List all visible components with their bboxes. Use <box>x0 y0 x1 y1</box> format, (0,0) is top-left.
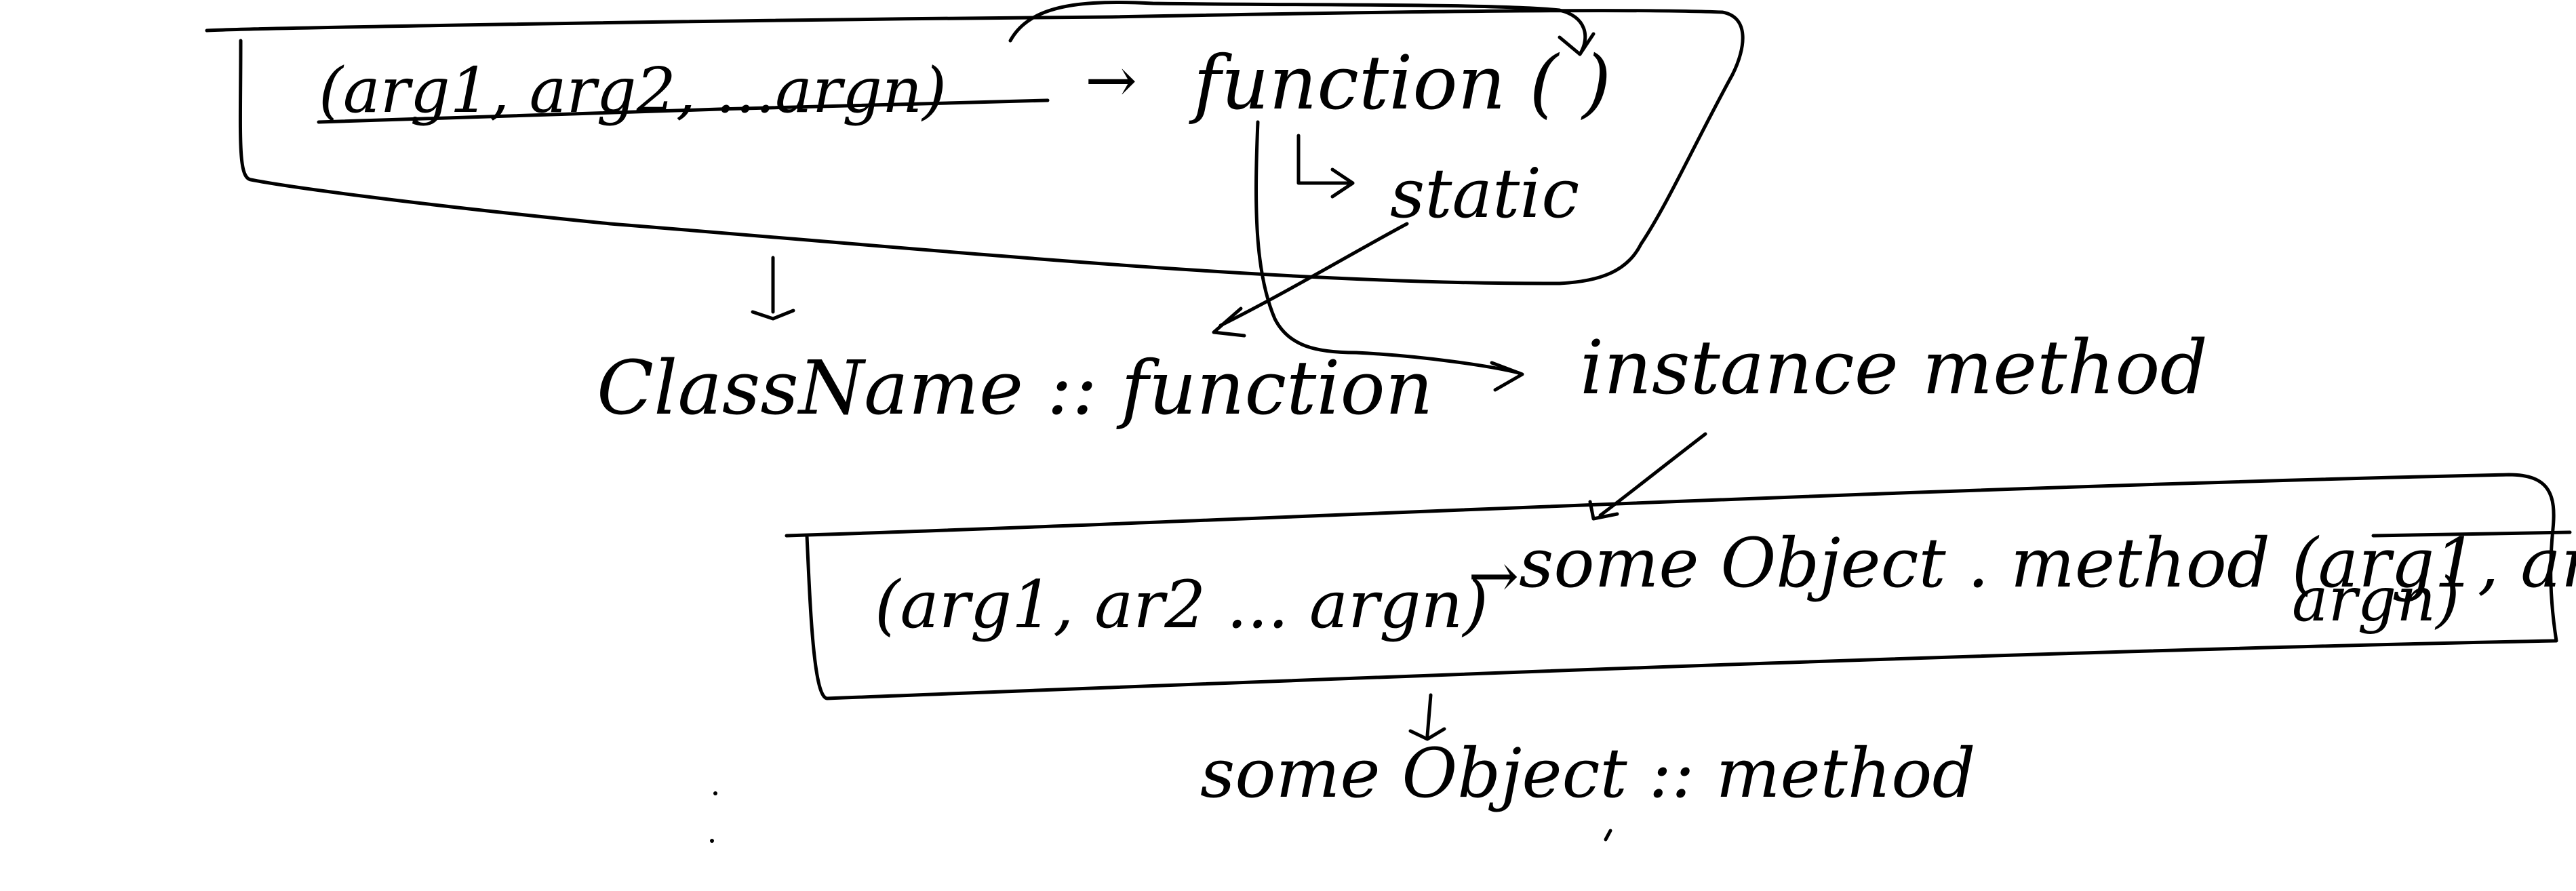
bottom-box-params: (arg1, ar2 ... argn) <box>875 567 1488 643</box>
instance-to-bottombox-line <box>1598 432 1707 517</box>
stray-mark-2 <box>710 839 714 843</box>
static-to-classname-line <box>1218 222 1409 328</box>
bottom-box-outline <box>785 473 2558 700</box>
bottom-box-right-tail <box>2371 530 2572 538</box>
top-box-underline <box>317 98 1050 124</box>
args-to-function-curve <box>1008 1 1587 56</box>
static-to-classname-arrowhead <box>1212 306 1246 338</box>
static-label: static <box>1390 154 1579 233</box>
topbox-to-classname-arrowhead <box>751 309 795 321</box>
top-box-arrow: → <box>1085 44 1137 117</box>
bottombox-to-instance-arrow <box>1425 693 1433 738</box>
bottombox-to-instance-arrowhead <box>1408 727 1446 741</box>
bottom-box-call-line1: some Object . method (arg1, arg2... <box>1519 523 2576 603</box>
static-branch-arrowhead <box>1330 167 1355 199</box>
static-branch-line <box>1296 134 1351 185</box>
instance-branch-curve <box>1254 120 1521 375</box>
bottom-box-call-line2: argn) <box>2292 564 2459 635</box>
instance-method-label: instance method <box>1580 324 2208 411</box>
top-box-outline <box>205 9 1745 285</box>
stray-mark-3 <box>1604 829 1612 842</box>
instance-method-reference: some Object :: method <box>1200 734 1975 813</box>
instance-to-bottombox-arrowhead <box>1588 500 1619 521</box>
args-to-function-arrowhead <box>1558 32 1596 56</box>
instance-branch-arrowhead <box>1490 361 1524 392</box>
top-box-params: (arg1, arg2, ...argn) <box>319 54 947 127</box>
bottom-box-arrow: → <box>1468 540 1519 612</box>
static-method-reference: ClassName :: function <box>597 344 1433 431</box>
top-box-function-call: function ( ) <box>1189 39 1611 126</box>
stray-mark-1 <box>713 791 717 795</box>
